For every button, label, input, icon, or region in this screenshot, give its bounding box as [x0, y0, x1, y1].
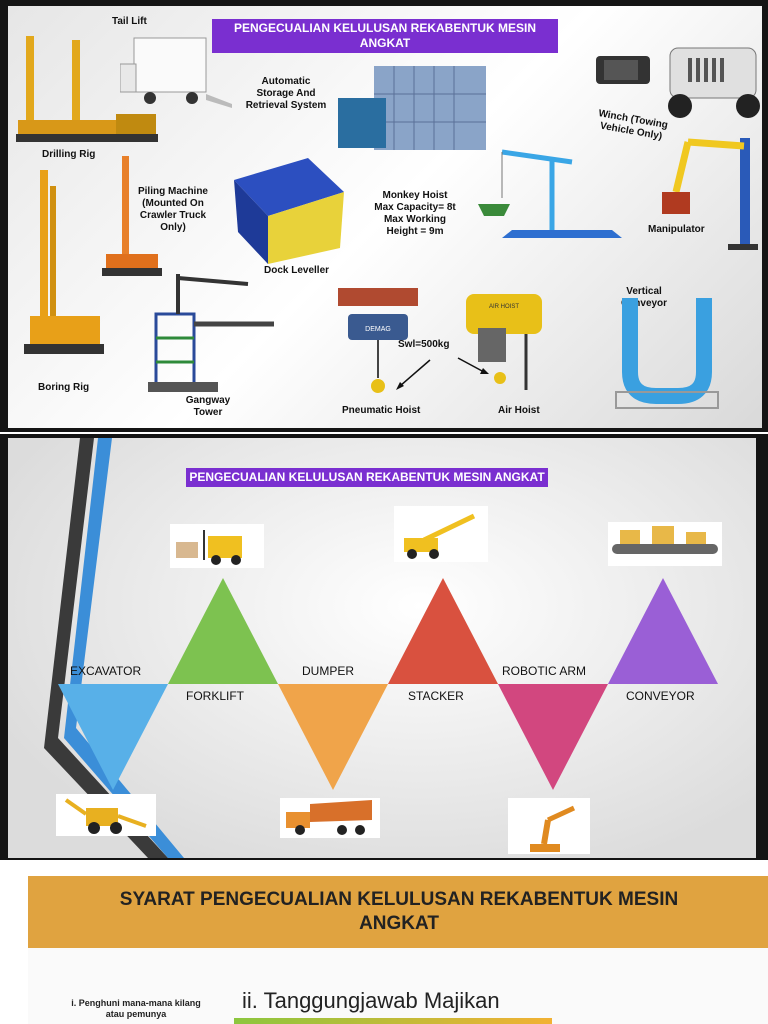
slide3-heading: ii. Tanggungjawab Majikan [242, 988, 500, 1013]
slide3-title: SYARAT PENGECUALIAN KELULUSAN REKABENTUK… [119, 889, 679, 934]
slide-machines-collage: PENGECUALIAN KELULUSAN REKABENTUK MESIN … [0, 0, 768, 432]
slide2-title: PENGECUALIAN KELULUSAN REKABENTUK MESIN … [186, 468, 548, 487]
slide3-left-note: i. Penghuni mana-mana kilang atau pemuny… [71, 998, 201, 1019]
tail-lift-image [120, 37, 232, 108]
conveyor-triangle [608, 578, 718, 684]
gangway-tower-image [148, 274, 274, 392]
air-hoist-tag-text: AIR HOIST [489, 304, 519, 310]
stacker-label: STACKER [408, 689, 464, 703]
forklift-triangle [168, 578, 278, 684]
slide2-canvas: PENGECUALIAN KELULUSAN REKABENTUK MESIN … [8, 438, 756, 858]
asrs-label: Automatic Storage And Retrieval System [245, 76, 327, 111]
demag-brand-text: DEMAG [365, 326, 391, 333]
drilling-rig-label: Drilling Rig [42, 149, 96, 160]
conveyor-label: CONVEYOR [626, 689, 695, 703]
manipulator-label: Manipulator [648, 224, 705, 235]
stacker-icon [394, 506, 488, 562]
forklift-icon [170, 524, 264, 568]
slide-exemption-requirements: SYARAT PENGECUALIAN KELULUSAN REKABENTUK… [28, 876, 768, 1024]
dumper-triangle [278, 684, 388, 790]
excavator-triangle [58, 684, 168, 790]
robotic-arm-label: ROBOTIC ARM [502, 664, 587, 678]
slide3-heading-bar [234, 1018, 552, 1024]
robotic-arm-icon [508, 798, 590, 854]
triangle-chain [58, 578, 718, 790]
dock-leveller-label: Dock Leveller [264, 265, 330, 276]
drilling-rig-image [16, 36, 158, 142]
gangway-tower-label: Gangway Tower [185, 395, 231, 418]
vertical-conveyor-label: Vertical Conveyor [620, 286, 668, 309]
pneumatic-hoist-label: Pneumatic Hoist [342, 405, 421, 416]
monkey-hoist-label: Monkey Hoist Max Capacity= 8t Max Workin… [374, 190, 456, 237]
dumper-icon [280, 798, 380, 838]
air-hoist-label: Air Hoist [498, 405, 540, 416]
excavator-icon [56, 794, 156, 836]
conveyor-icon [608, 522, 722, 566]
vertical-conveyor-image [615, 298, 719, 409]
dock-leveller-image [234, 158, 344, 264]
monkey-hoist-image [478, 149, 622, 238]
tail-lift-label: Tail Lift [112, 16, 147, 27]
slide1-canvas: PENGECUALIAN KELULUSAN REKABENTUK MESIN … [8, 6, 762, 428]
slide3-title-banner: SYARAT PENGECUALIAN KELULUSAN REKABENTUK… [28, 876, 768, 948]
boring-rig-image [24, 170, 104, 354]
excavator-label: EXCAVATOR [70, 664, 142, 678]
manipulator-image [662, 138, 758, 250]
boring-rig-label: Boring Rig [38, 382, 90, 393]
stacker-triangle [388, 578, 498, 684]
slide1-title: PENGECUALIAN KELULUSAN REKABENTUK MESIN … [212, 19, 558, 53]
piling-machine-image [102, 156, 162, 276]
winch-jeep-image [596, 47, 760, 118]
swl-arrows [396, 357, 489, 390]
slide-machine-triangles: PENGECUALIAN KELULUSAN REKABENTUK MESIN … [0, 434, 768, 860]
pneumatic-hoist-image: DEMAG [338, 288, 418, 393]
asrs-image [338, 66, 486, 150]
forklift-label: FORKLIFT [186, 689, 245, 703]
piling-machine-label: Piling Machine (Mounted On Crawler Truck… [137, 186, 208, 233]
swl-label: Swl=500kg [398, 339, 450, 350]
air-hoist-image: AIR HOIST [466, 294, 542, 390]
robotic-arm-triangle [498, 684, 608, 790]
dumper-label: DUMPER [302, 664, 355, 678]
